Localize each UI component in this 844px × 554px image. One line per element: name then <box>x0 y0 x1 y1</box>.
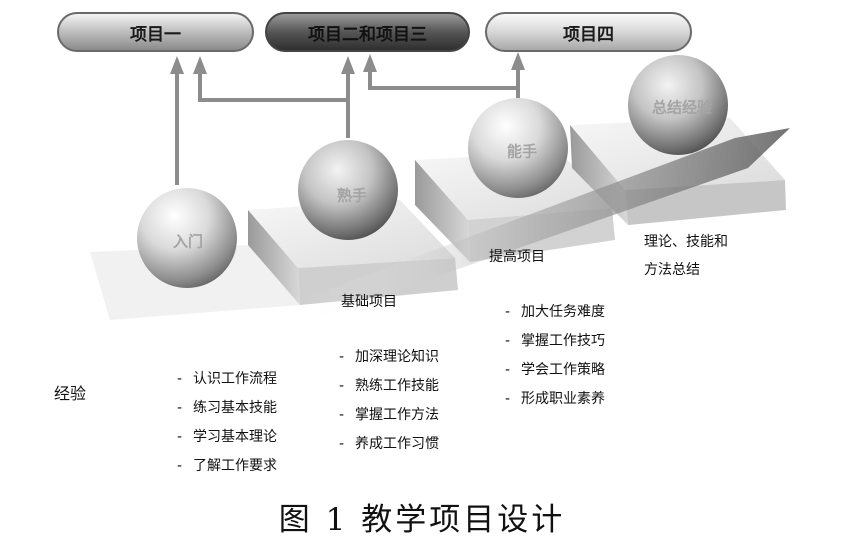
list-item-text: 学习基本理论 <box>193 429 277 445</box>
list-item: -学习基本理论 <box>177 426 277 455</box>
list-item: -加大任务难度 <box>505 301 605 330</box>
bullet: - <box>505 330 521 352</box>
list-item: -掌握工作方法 <box>339 404 439 433</box>
intro-list: -认识工作流程 -练习基本技能 -学习基本理论 -了解工作要求 <box>177 368 277 484</box>
bullet: - <box>505 359 521 381</box>
bullet: - <box>505 301 521 323</box>
list-item-text: 养成工作习惯 <box>355 436 439 452</box>
advanced-list: -加大任务难度 -掌握工作技巧 -学会工作策略 -形成职业素养 <box>505 301 605 417</box>
figure-caption: 图 1 教学项目设计 <box>0 494 844 539</box>
basic-list: -加深理论知识 -熟练工作技能 -掌握工作方法 -养成工作习惯 <box>339 346 439 462</box>
list-item: -养成工作习惯 <box>339 433 439 462</box>
list-item: -加深理论知识 <box>339 346 439 375</box>
project-four-pill: 项目四 <box>485 12 692 52</box>
list-item-text: 了解工作要求 <box>193 458 277 474</box>
list-item-text: 加大任务难度 <box>521 304 605 320</box>
list-item: -掌握工作技巧 <box>505 330 605 359</box>
list-item-text: 加深理论知识 <box>355 349 439 365</box>
list-item-text: 练习基本技能 <box>193 400 277 416</box>
list-item: -了解工作要求 <box>177 455 277 484</box>
list-item: -学会工作策略 <box>505 359 605 388</box>
list-item-text: 熟练工作技能 <box>355 378 439 394</box>
bullet: - <box>177 397 193 419</box>
advanced-project-title: 提高项目 <box>489 246 545 266</box>
list-item: -形成职业素养 <box>505 388 605 417</box>
bullet: - <box>339 433 355 455</box>
bullet: - <box>177 455 193 477</box>
project-two-three-pill: 项目二和项目三 <box>265 12 470 52</box>
list-item-text: 掌握工作方法 <box>355 407 439 423</box>
list-item-text: 认识工作流程 <box>193 371 277 387</box>
bullet: - <box>339 404 355 426</box>
stage-expert-label: 能手 <box>507 141 537 162</box>
project-one-pill: 项目一 <box>57 12 254 52</box>
bullet: - <box>339 346 355 368</box>
summary-title-line1: 理论、技能和 <box>644 231 728 251</box>
list-item: -练习基本技能 <box>177 397 277 426</box>
list-item: -熟练工作技能 <box>339 375 439 404</box>
stage-skilled-label: 熟手 <box>337 185 367 206</box>
bullet: - <box>177 426 193 448</box>
bullet: - <box>339 375 355 397</box>
stage-intro-label: 入门 <box>173 231 203 252</box>
summary-title-line2: 方法总结 <box>644 259 700 279</box>
basic-project-title: 基础项目 <box>341 291 397 311</box>
list-item-text: 学会工作策略 <box>521 362 605 378</box>
experience-label: 经验 <box>54 380 86 404</box>
bullet: - <box>177 368 193 390</box>
arrowheads <box>170 52 525 74</box>
list-item-text: 形成职业素养 <box>521 391 605 407</box>
stage-summary-label: 总结经验 <box>652 97 712 118</box>
bullet: - <box>505 388 521 410</box>
list-item: -认识工作流程 <box>177 368 277 397</box>
list-item-text: 掌握工作技巧 <box>521 333 605 349</box>
